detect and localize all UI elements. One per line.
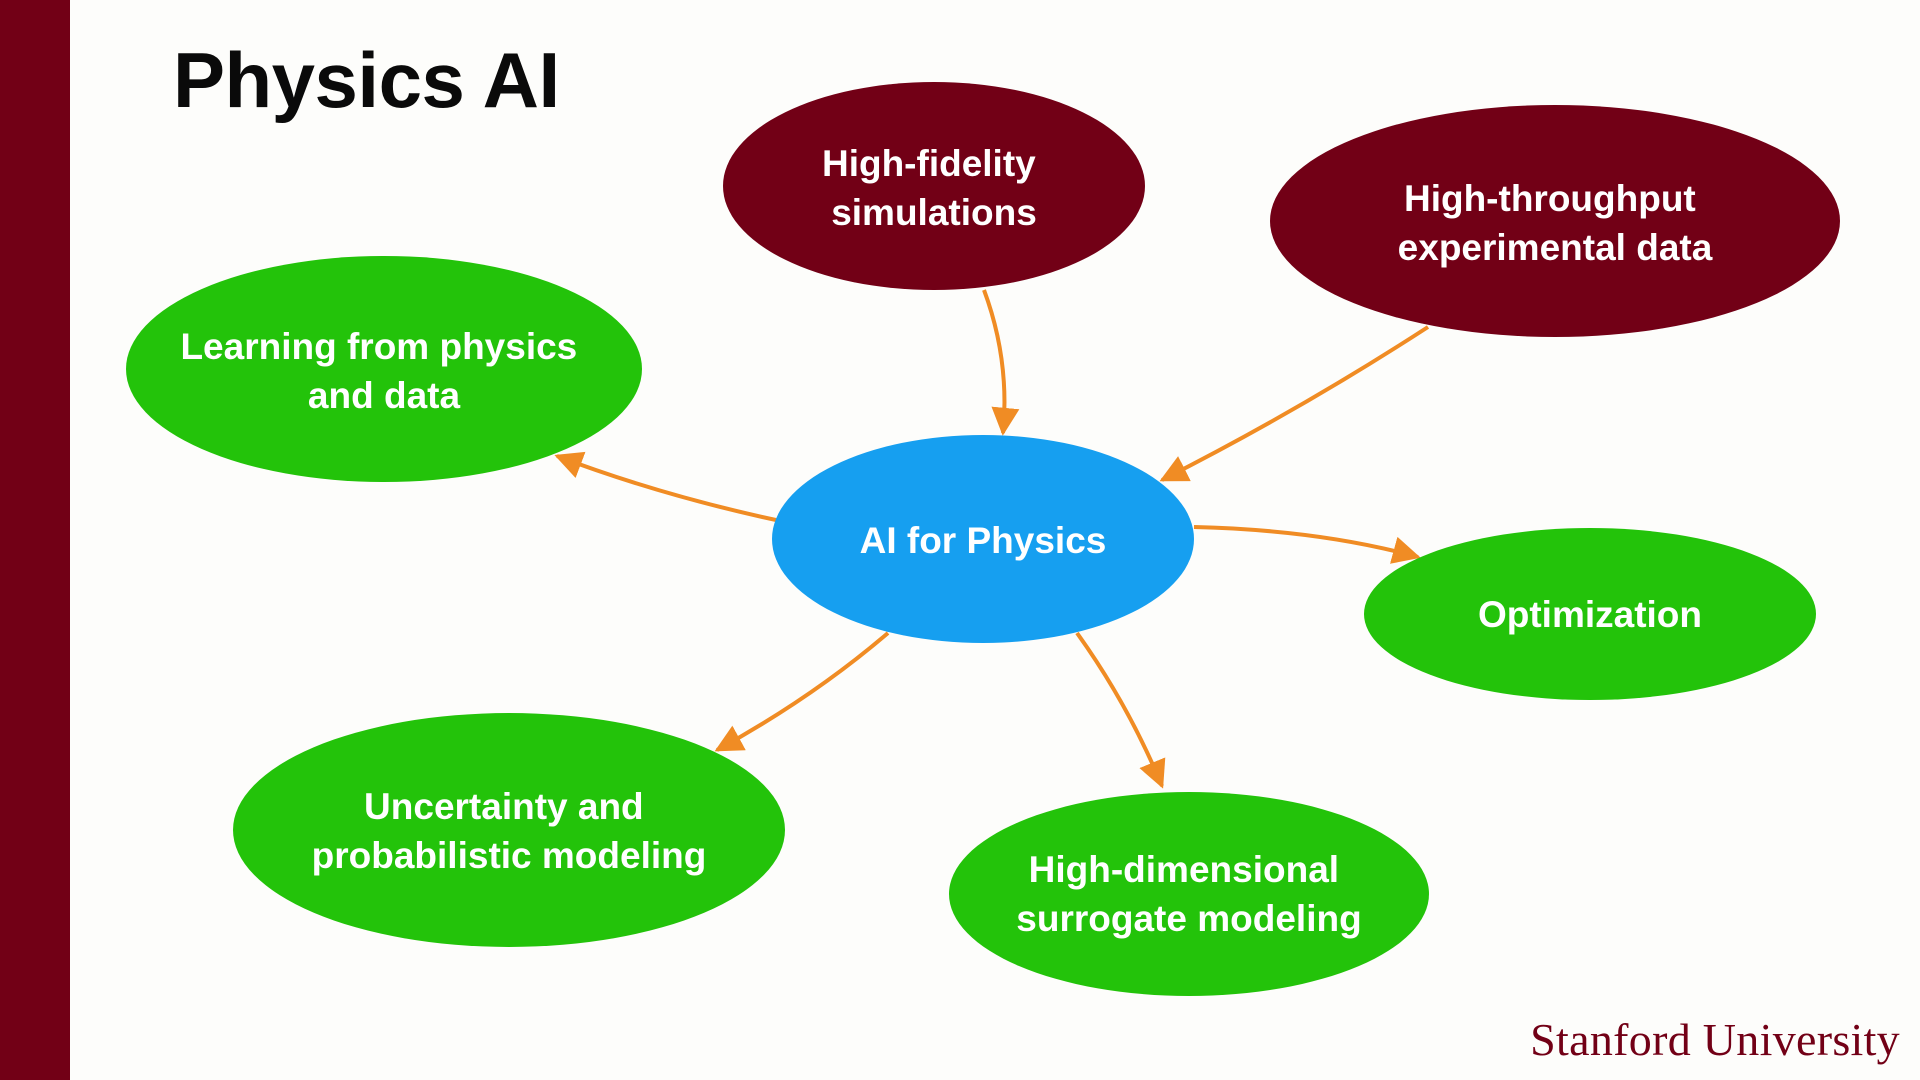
svg-text:Uncertainty and probab: Uncertainty and probabilistic modeling: [312, 786, 707, 876]
node-learning-line-2: and data: [308, 375, 461, 416]
node-surr-line-2: surrogate modeling: [1016, 898, 1361, 939]
node-optim[interactable]: Optimization: [1364, 528, 1816, 700]
edge-center-to-uncert: [714, 631, 890, 752]
node-uncert-line-2: probabilistic modeling: [312, 835, 707, 876]
node-hithru-line-1: High-throughput: [1404, 178, 1696, 219]
node-hithru[interactable]: High-throughput experimental data: [1270, 105, 1840, 337]
node-center[interactable]: AI for Physics: [772, 435, 1194, 643]
node-uncert[interactable]: Uncertainty and probabilistic modeling: [233, 713, 785, 947]
svg-text:High-dimensional surro: High-dimensional surrogate modeling: [1016, 849, 1361, 939]
svg-text:AI for Physics: AI for Physics: [860, 520, 1107, 561]
edge-hithru-to-center: [1159, 325, 1430, 482]
node-hithru-line-2: experimental data: [1398, 227, 1713, 268]
node-surr-line-1: High-dimensional: [1029, 849, 1339, 890]
edges: [554, 289, 1430, 789]
node-learning-line-1: Learning from physics: [180, 326, 577, 367]
node-hifi-line-2: simulations: [831, 192, 1037, 233]
svg-text:Optimization: Optimization: [1478, 594, 1702, 635]
node-optim-label: Optimization: [1478, 594, 1702, 635]
slide-title: Physics AI: [173, 36, 560, 124]
left-accent-bar: [0, 0, 70, 1080]
svg-text:Learning from physics: Learning from physics and data: [180, 326, 587, 416]
node-surr[interactable]: High-dimensional surrogate modeling: [949, 792, 1429, 996]
university-wordmark: Stanford University: [1530, 1014, 1900, 1065]
node-center-label: AI for Physics: [860, 520, 1107, 561]
node-uncert-line-1: Uncertainty and: [364, 786, 644, 827]
node-hifi[interactable]: High-fidelity simulations: [723, 82, 1145, 290]
edge-hifi-to-center: [982, 289, 1020, 436]
node-learning[interactable]: Learning from physics and data: [126, 256, 642, 482]
svg-text:High-throughput experi: High-throughput experimental data: [1398, 178, 1713, 268]
svg-text:High-fidelity simulati: High-fidelity simulations: [822, 143, 1046, 233]
edge-center-to-learning: [554, 451, 777, 522]
node-hifi-line-1: High-fidelity: [822, 143, 1036, 184]
edge-center-to-optim: [1193, 525, 1421, 564]
edge-center-to-surr: [1075, 631, 1166, 789]
